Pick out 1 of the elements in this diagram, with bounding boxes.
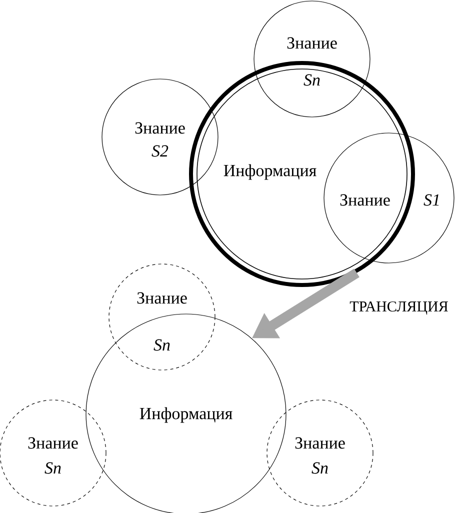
edge-label: ТРАНСЛЯЦИЯ <box>350 301 448 315</box>
